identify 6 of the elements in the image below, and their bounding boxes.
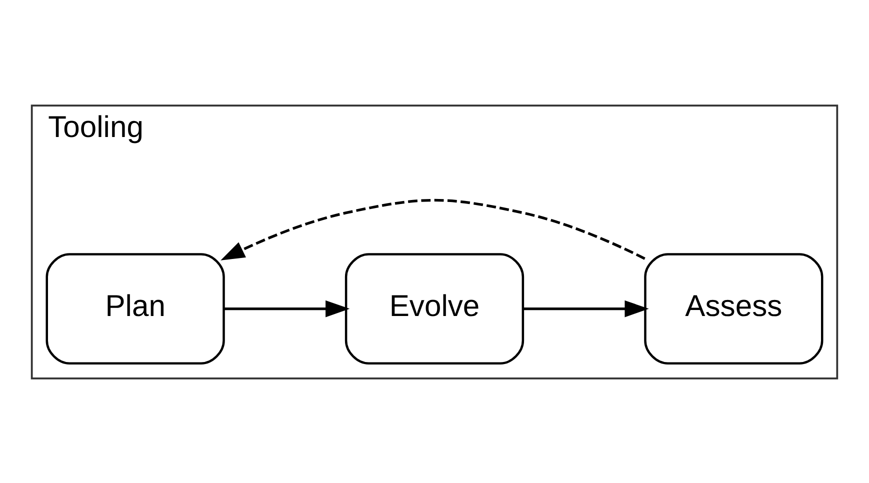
node-box: Assess xyxy=(644,252,824,364)
node-box: Plan xyxy=(46,252,225,364)
arrow xyxy=(224,300,350,317)
node-box: Evolve xyxy=(344,252,524,364)
arrow xyxy=(220,198,646,260)
arrow xyxy=(523,300,649,317)
